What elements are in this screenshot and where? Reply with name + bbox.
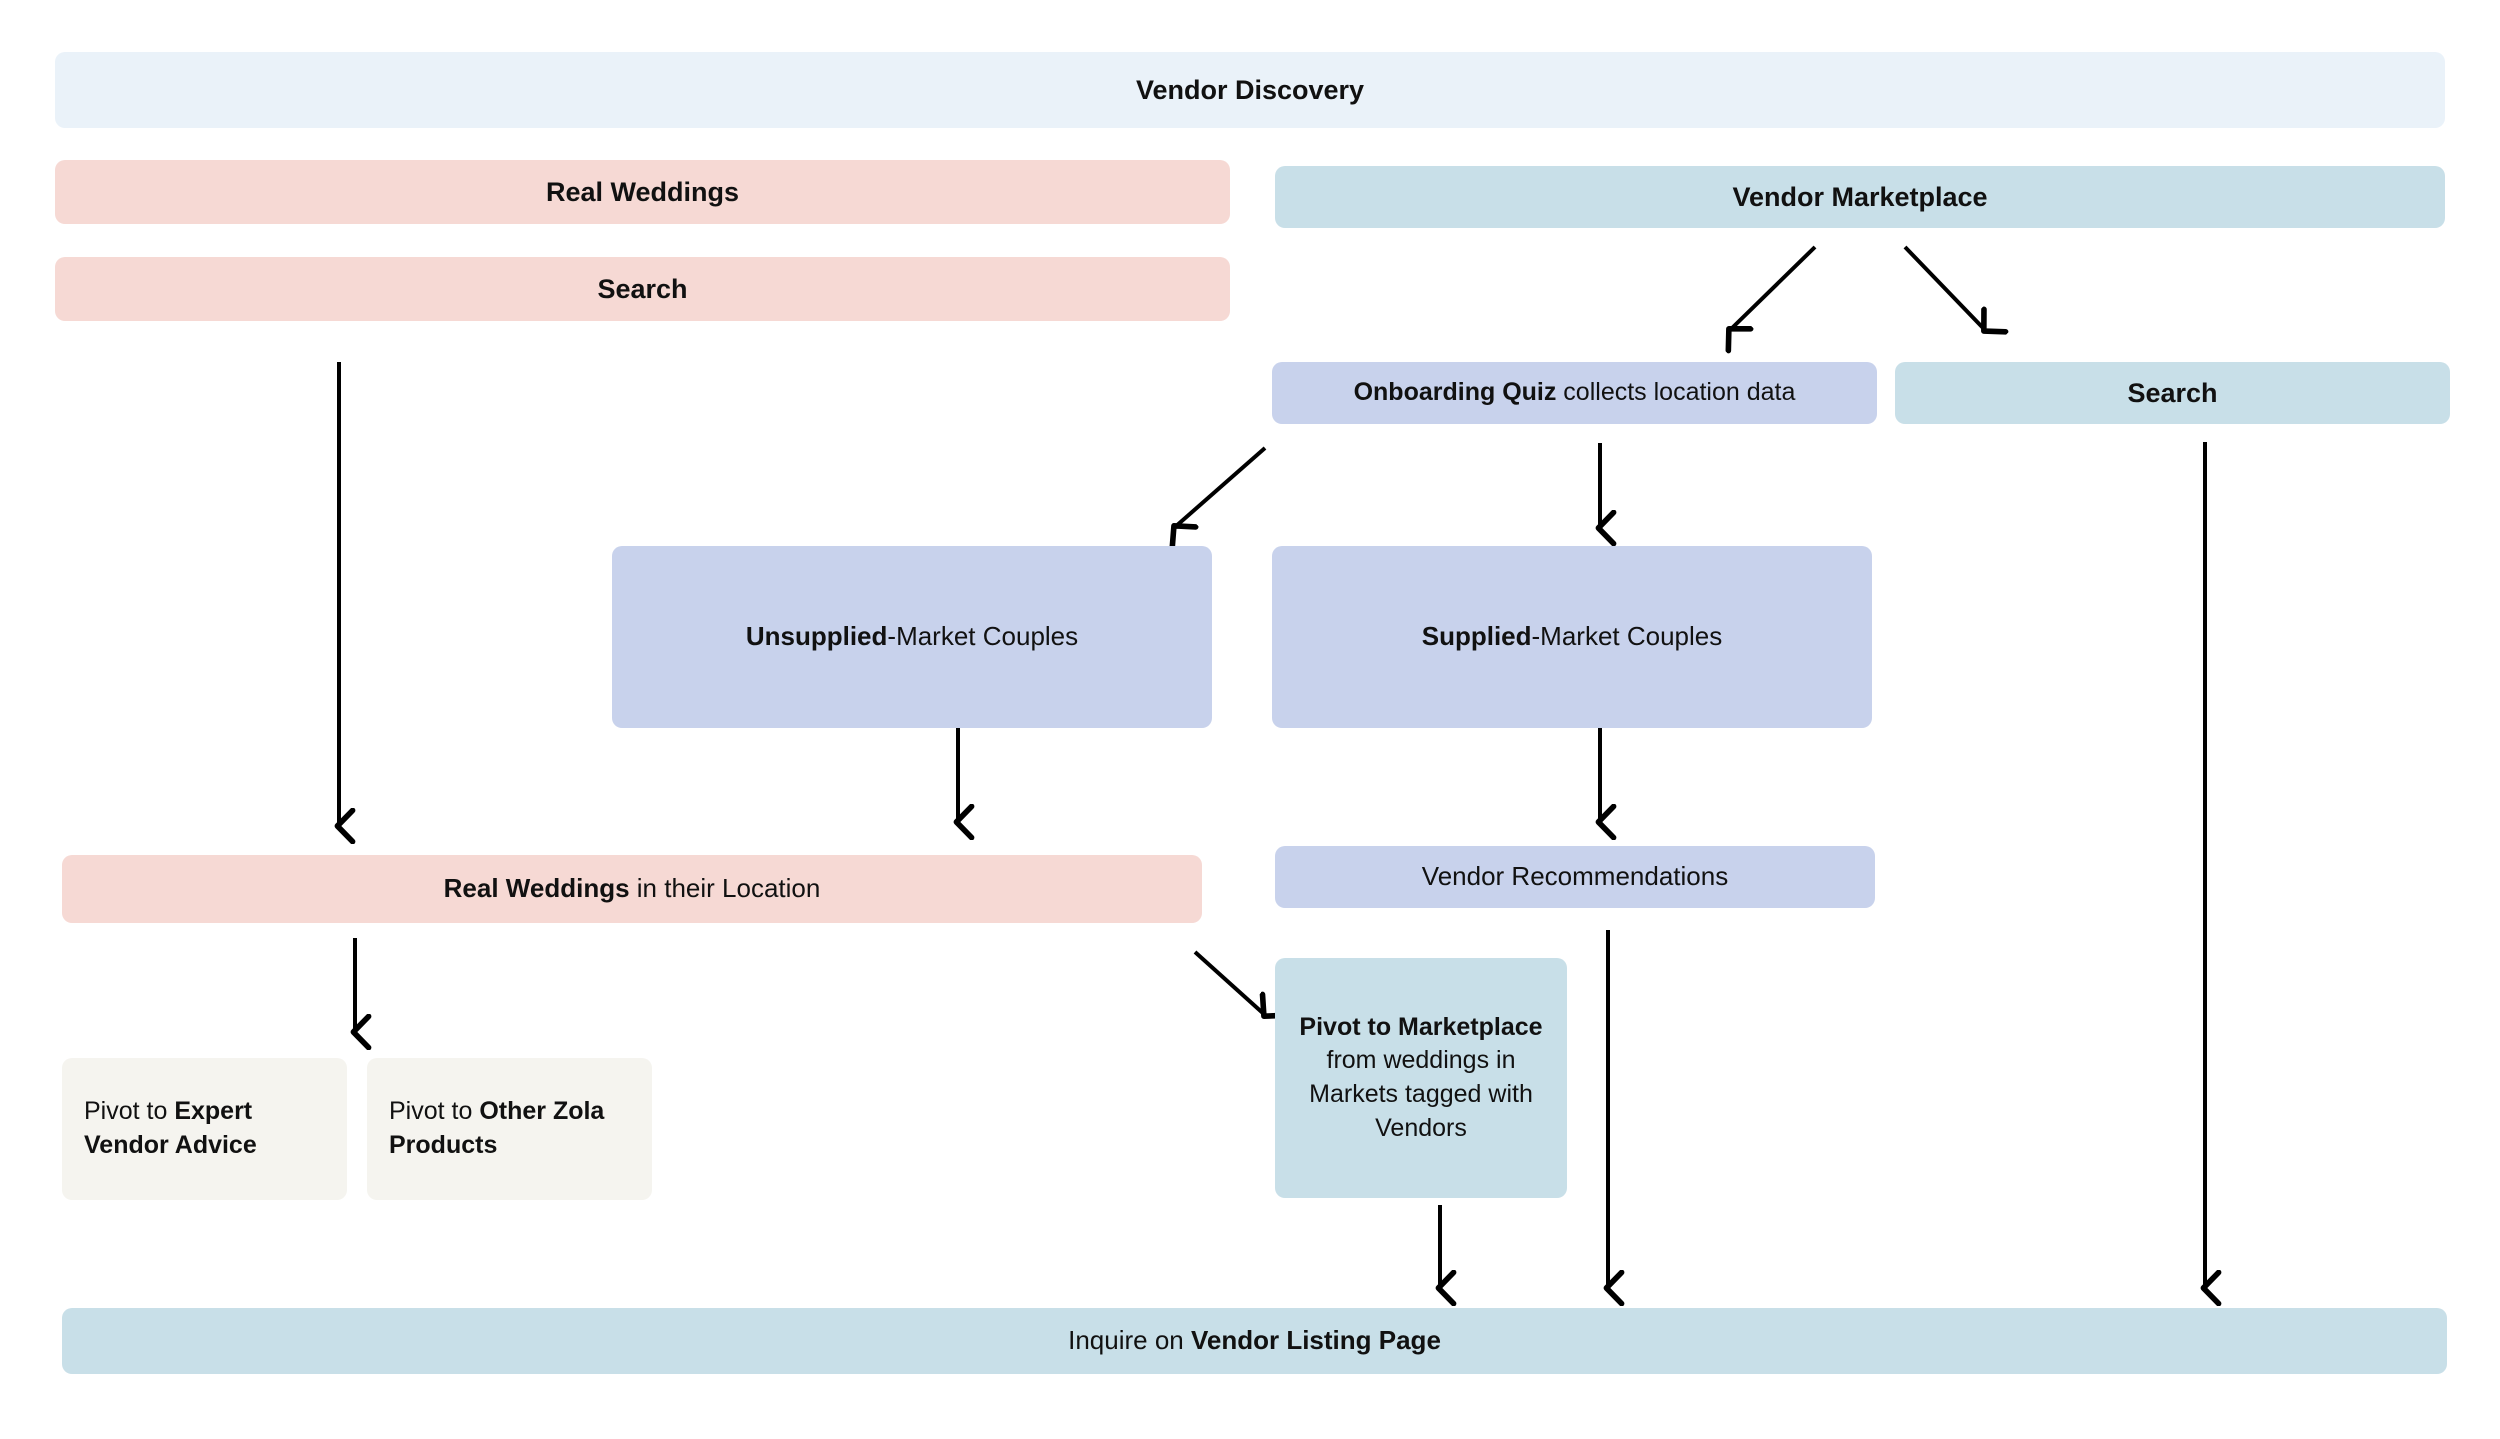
node-pivot-marketplace-label: Pivot to Marketplace from weddings in Ma…	[1293, 1011, 1549, 1146]
node-unsupplied-rest: -Market Couples	[887, 621, 1079, 652]
node-real-weddings-in-location[interactable]: Real Weddings in their Location	[62, 855, 1202, 923]
edge-location-to-pivot-marketplace	[1193, 950, 1265, 1015]
node-vendor-recommendations[interactable]: Vendor Recommendations	[1275, 846, 1875, 908]
node-pivot-expert-vendor-advice[interactable]: Pivot to Expert Vendor Advice	[62, 1058, 347, 1200]
node-pivot-expert-bold: Expert Vendor Advice	[84, 1097, 257, 1159]
node-pivot-expert-label: Pivot to Expert Vendor Advice	[84, 1095, 325, 1163]
node-pivot-marketplace-bold: Pivot to Marketplace	[1299, 1012, 1543, 1041]
node-vendor-marketplace[interactable]: Vendor Marketplace	[1275, 166, 2445, 228]
node-search-right-label: Search	[2127, 377, 2218, 408]
node-onboarding-quiz-rest: collects location data	[1556, 378, 1796, 407]
edge-marketplace-to-quiz	[1730, 245, 1817, 330]
node-inquire-label: Inquire on Vendor Listing Page	[1068, 1323, 1441, 1358]
edge-marketplace-to-search-right	[1903, 245, 1985, 330]
node-real-weddings-location-rest: in their Location	[629, 873, 821, 904]
node-unsupplied-market-couples-label: Unsupplied-Market Couples	[746, 619, 1078, 654]
node-real-weddings-in-location-label: Real Weddings in their Location	[444, 871, 821, 906]
node-real-weddings[interactable]: Real Weddings	[55, 160, 1230, 224]
node-search-left[interactable]: Search	[55, 257, 1230, 321]
node-supplied-market-couples-label: Supplied-Market Couples	[1422, 619, 1723, 654]
node-inquire-vendor-listing-page[interactable]: Inquire on Vendor Listing Page	[62, 1308, 2447, 1374]
node-unsupplied-bold: Unsupplied	[745, 621, 888, 652]
node-supplied-market-couples[interactable]: Supplied-Market Couples	[1272, 546, 1872, 728]
node-pivot-zola-bold: Other Zola Products	[389, 1097, 605, 1159]
node-real-weddings-location-bold: Real Weddings	[443, 873, 630, 904]
node-inquire-pre: Inquire on	[1068, 1325, 1191, 1356]
node-vendor-marketplace-label: Vendor Marketplace	[1732, 181, 1988, 212]
node-real-weddings-label: Real Weddings	[545, 176, 740, 207]
node-pivot-marketplace-rest: from weddings in Markets tagged with Ven…	[1309, 1046, 1533, 1142]
node-onboarding-quiz-label: Onboarding Quiz collects location data	[1354, 376, 1796, 410]
edge-quiz-to-unsupplied	[1175, 446, 1267, 527]
node-pivot-zola-label: Pivot to Other Zola Products	[389, 1095, 630, 1163]
node-unsupplied-market-couples[interactable]: Unsupplied-Market Couples	[612, 546, 1212, 728]
node-pivot-to-marketplace[interactable]: Pivot to Marketplace from weddings in Ma…	[1275, 958, 1567, 1198]
node-onboarding-quiz-bold: Onboarding Quiz	[1353, 378, 1557, 407]
node-pivot-zola-pre: Pivot to	[389, 1097, 480, 1126]
node-onboarding-quiz[interactable]: Onboarding Quiz collects location data	[1272, 362, 1877, 424]
node-pivot-expert-pre: Pivot to	[84, 1097, 175, 1126]
node-vendor-discovery-label: Vendor Discovery	[1135, 74, 1365, 105]
node-search-left-label: Search	[597, 273, 688, 304]
node-vendor-recommendations-label: Vendor Recommendations	[1421, 861, 1729, 892]
node-pivot-other-zola-products[interactable]: Pivot to Other Zola Products	[367, 1058, 652, 1200]
node-supplied-rest: -Market Couples	[1531, 621, 1723, 652]
node-supplied-bold: Supplied	[1421, 621, 1532, 652]
node-inquire-bold: Vendor Listing Page	[1190, 1325, 1441, 1356]
node-search-right[interactable]: Search	[1895, 362, 2450, 424]
node-vendor-discovery[interactable]: Vendor Discovery	[55, 52, 2445, 128]
